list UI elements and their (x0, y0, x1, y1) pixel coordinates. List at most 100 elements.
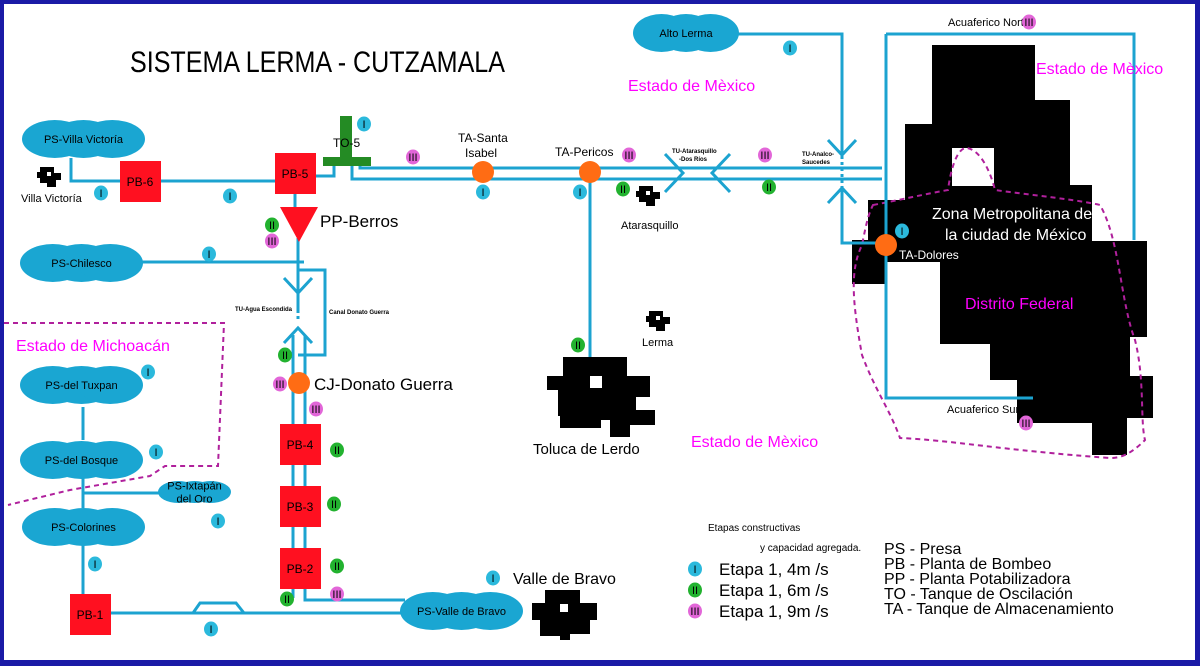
stage-badge-iii: III (330, 586, 344, 602)
region-edomex-south: Estado de Mèxico (691, 434, 818, 451)
acuaferico-sur-label: Acuaferico Sur (947, 404, 1019, 416)
stage-badge-ii: II (762, 179, 776, 195)
pump-pb-3[interactable]: PB-3 (280, 486, 321, 527)
zmcm-label-1: Zona Metropolitana de (932, 206, 1092, 223)
svg-text:II: II (269, 220, 275, 232)
stage-badge-ii: II (330, 442, 344, 458)
reservoir-alto-lerma[interactable]: Alto Lerma (633, 14, 739, 52)
ta-pericos[interactable] (579, 161, 601, 183)
svg-text:III: III (1024, 17, 1033, 29)
stage-badge-ii: II (280, 591, 294, 607)
legend-heading-1: Etapas constructivas (708, 523, 800, 534)
ta-santa-isabel-label-1: TA-Santa (458, 131, 508, 145)
reservoir-chilesco[interactable]: PS-Chilesco (20, 244, 143, 282)
svg-text:I: I (209, 624, 212, 636)
pumping-plants: PB-1 PB-2 PB-3 PB-4 PB-5PB-6 (70, 153, 321, 635)
pump-pb-6[interactable]: PB-6 (120, 161, 161, 202)
pump-pb-2[interactable]: PB-2 (280, 548, 321, 589)
reservoir-label: PS-del Tuxpan (45, 380, 117, 392)
stage-badge-iii: III (309, 401, 323, 417)
canal-donato-guerra-label: Canal Donato Guerra (329, 310, 390, 316)
svg-text:I: I (154, 447, 157, 459)
cj-donato-guerra[interactable] (288, 372, 310, 394)
svg-text:II: II (282, 350, 288, 362)
pump-pb-5[interactable]: PB-5 (275, 153, 316, 194)
cj-donato-guerra-label: CJ-Donato Guerra (314, 375, 453, 394)
city-glyph-atarasquillo (636, 186, 660, 206)
reservoir-label: PS-del Bosque (45, 455, 118, 467)
lerma-city-label: Lerma (642, 337, 674, 349)
tu-analco-label-1: TU-Analco- (802, 152, 834, 158)
svg-text:III: III (1021, 418, 1030, 430)
stage-badge-i: I (476, 184, 490, 200)
pp-berros-triangle[interactable] (280, 207, 318, 242)
atarasquillo-city-label: Atarasquillo (621, 220, 678, 232)
zmcm-city-area (852, 45, 1153, 455)
toluca-city-label: Toluca de Lerdo (533, 441, 640, 458)
michoacan-border (4, 322, 226, 506)
stage-badge-i: I (211, 513, 225, 529)
svg-text:III: III (760, 150, 769, 162)
region-edomex-east: Estado de Mèxico (1036, 61, 1163, 78)
svg-text:I: I (207, 249, 210, 261)
stage-badge-i: I (141, 364, 155, 380)
pump-pb-4[interactable]: PB-4 (280, 424, 321, 465)
reservoir-valle-bravo[interactable]: PS-Valle de Bravo (400, 592, 523, 630)
svg-text:I: I (146, 367, 149, 379)
svg-text:I: I (228, 191, 231, 203)
stage-badge-ii: II (327, 496, 341, 512)
stage-badge-i: I (149, 444, 163, 460)
svg-text:III: III (332, 589, 341, 601)
legend-stage-label: Etapa 1, 9m /s (719, 602, 829, 621)
pump-label: PB-2 (287, 562, 314, 576)
stage-badge-i: I (202, 246, 216, 262)
legend-stage-label: Etapa 1, 6m /s (719, 581, 829, 600)
svg-text:I: I (900, 226, 903, 238)
svg-text:I: I (481, 187, 484, 199)
stage-badge-i: I (357, 116, 371, 132)
reservoir-villa-victoria[interactable]: PS-Villa Victoría (22, 120, 145, 158)
stage-badge-i: I (486, 570, 500, 586)
svg-text:I: I (99, 188, 102, 200)
svg-text:II: II (334, 561, 340, 573)
stage-badge-iii: III (265, 233, 279, 249)
reservoir-label: PS-Villa Victoría (44, 134, 124, 146)
ta-dolores[interactable] (875, 234, 897, 256)
ta-santa-isabel[interactable] (472, 161, 494, 183)
pump-label: PB-4 (287, 438, 314, 452)
acuaferico-norte-label: Acuaferico Norte (948, 17, 1030, 29)
legend-stage-label: Etapa 1, 4m /s (719, 560, 829, 579)
tu-atarasquillo-label-2: -Dos Ríos (679, 157, 708, 163)
pp-berros-label: PP-Berros (320, 212, 398, 231)
ta-dolores-label: TA-Dolores (899, 248, 959, 262)
stage-badge-i: I (895, 223, 909, 239)
ta-santa-isabel-label-2: Isabel (465, 146, 497, 160)
stage-badge-i: I (88, 556, 102, 572)
reservoir-label: PS-Colorines (51, 522, 116, 534)
svg-text:III: III (267, 236, 276, 248)
to-5-surge-tank[interactable] (323, 116, 371, 166)
legend-heading-2: y capacidad agregada. (760, 543, 861, 554)
pump-label: PB-1 (77, 608, 104, 622)
reservoir-bosque[interactable]: PS-del Bosque (20, 441, 143, 479)
ta-pericos-label: TA-Pericos (555, 145, 613, 159)
reservoir-colorines[interactable]: PS-Colorines (22, 508, 145, 546)
region-distrito-federal: Distrito Federal (965, 296, 1073, 313)
stage-badge-i: I (573, 184, 587, 200)
reservoir-label: PS-Valle de Bravo (417, 606, 506, 618)
df-border (852, 147, 1147, 460)
pump-label: PB-6 (127, 175, 154, 189)
villa-victoria-city-label: Villa Victoría (21, 193, 83, 205)
abbrev-to: TO - Tanque de Oscilación (884, 586, 1073, 603)
diagram-canvas: SISTEMA LERMA - CUTZAMALA (4, 4, 1195, 660)
abbrev-pp: PP - Planta Potabilizadora (884, 571, 1071, 588)
reservoir-label: PS-Chilesco (51, 258, 112, 270)
stage-badge-i: I (783, 40, 797, 56)
reservoir-tuxpan[interactable]: PS-del Tuxpan (20, 366, 143, 404)
tunnel-arrow-east (709, 152, 732, 194)
pump-pb-1[interactable]: PB-1 (70, 594, 111, 635)
